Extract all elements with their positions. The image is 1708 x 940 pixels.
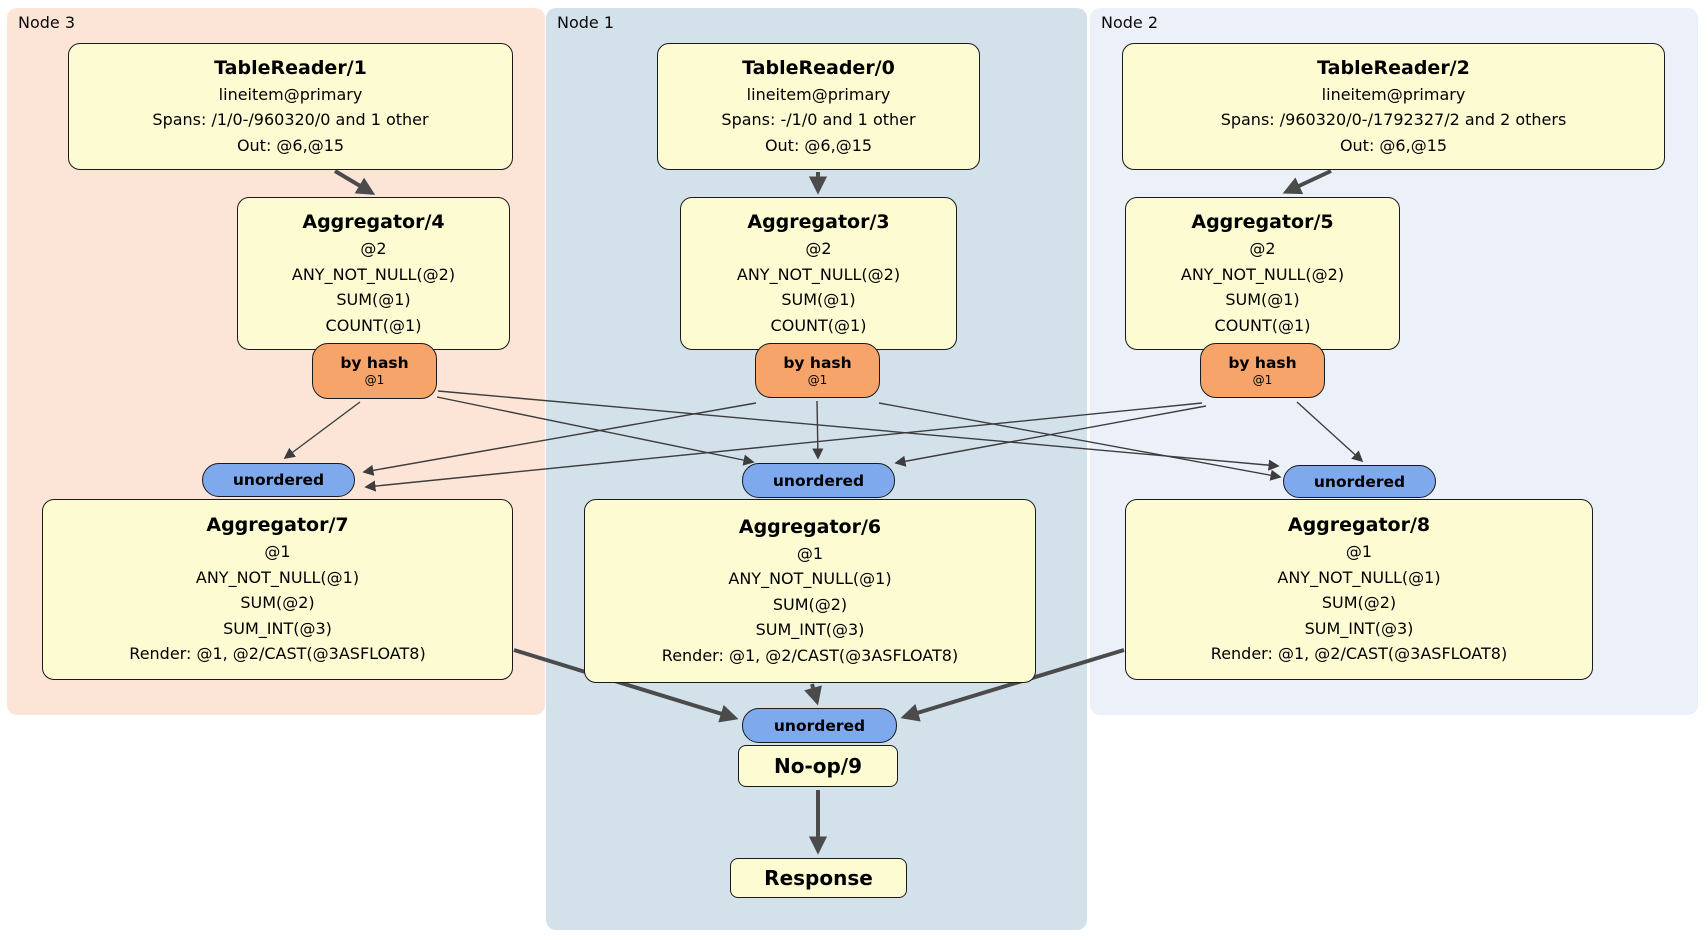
- processor-title: TableReader/2: [1317, 56, 1470, 79]
- processor-detail: ANY_NOT_NULL(@1): [195, 567, 360, 587]
- processor-title: TableReader/1: [214, 56, 367, 79]
- processor-aggregator-5: Aggregator/5 @2 ANY_NOT_NULL(@2) SUM(@1)…: [1125, 197, 1400, 350]
- panel-node-3-label: Node 3: [18, 13, 76, 32]
- processor-aggregator-3: Aggregator/3 @2 ANY_NOT_NULL(@2) SUM(@1)…: [680, 197, 957, 350]
- router-label: by hash: [1228, 353, 1297, 372]
- processor-detail: SUM_INT(@3): [223, 618, 332, 638]
- processor-detail: SUM(@2): [1321, 593, 1397, 613]
- processor-detail: lineitem@primary: [218, 84, 363, 104]
- processor-aggregator-7: Aggregator/7 @1 ANY_NOT_NULL(@1) SUM(@2)…: [42, 499, 513, 680]
- processor-detail: SUM(@2): [240, 593, 315, 613]
- stream-label: unordered: [1313, 472, 1406, 491]
- processor-detail: @2: [1249, 239, 1276, 258]
- processor-detail: ANY_NOT_NULL(@1): [728, 569, 892, 589]
- processor-title: Response: [764, 865, 873, 890]
- stream-unordered-node2: unordered: [1283, 465, 1436, 498]
- processor-detail: COUNT(@1): [770, 315, 867, 335]
- processor-detail: ANY_NOT_NULL(@2): [736, 264, 901, 284]
- processor-detail: Render: @1, @2/CAST(@3ASFLOAT8): [129, 644, 426, 664]
- stream-label: unordered: [773, 716, 866, 735]
- processor-detail: @1: [796, 543, 824, 563]
- processor-detail: SUM_INT(@3): [755, 620, 865, 640]
- processor-detail: Render: @1, @2/CAST(@3ASFLOAT8): [661, 645, 959, 665]
- processor-detail: Out: @6,@15: [764, 135, 873, 155]
- processor-title: Aggregator/3: [747, 211, 890, 233]
- processor-detail: Out: @6,@15: [236, 135, 345, 155]
- router-label: by hash: [783, 353, 852, 372]
- processor-title: Aggregator/7: [206, 514, 349, 537]
- processor-title: TableReader/0: [742, 56, 895, 79]
- processor-detail: SUM(@1): [781, 290, 856, 309]
- processor-title: No-op/9: [773, 753, 863, 778]
- processor-detail: ANY_NOT_NULL(@2): [291, 264, 456, 284]
- response-box: Response: [730, 858, 907, 898]
- processor-aggregator-6: Aggregator/6 @1 ANY_NOT_NULL(@1) SUM(@2)…: [584, 499, 1036, 683]
- stream-label: unordered: [772, 471, 865, 490]
- processor-detail: @2: [805, 239, 832, 258]
- processor-title: Aggregator/6: [738, 515, 882, 538]
- panel-node-1-label: Node 1: [557, 13, 615, 32]
- processor-detail: Render: @1, @2/CAST(@3ASFLOAT8): [1210, 644, 1508, 664]
- processor-detail: SUM(@2): [772, 594, 848, 614]
- router-detail: @1: [364, 373, 385, 387]
- processor-detail: Spans: /1/0-/960320/0 and 1 other: [152, 110, 429, 130]
- router-by-hash-node3: by hash @1: [312, 343, 437, 399]
- processor-detail: @1: [264, 542, 291, 562]
- processor-detail: lineitem@primary: [1321, 84, 1466, 104]
- processor-detail: Spans: /960320/0-/1792327/2 and 2 others: [1220, 110, 1567, 130]
- processor-title: Aggregator/4: [302, 211, 445, 233]
- processor-detail: @1: [1345, 542, 1373, 562]
- router-detail: @1: [807, 372, 828, 387]
- processor-detail: COUNT(@1): [325, 315, 422, 335]
- processor-tablereader-2: TableReader/2 lineitem@primary Spans: /9…: [1122, 43, 1665, 170]
- stream-unordered-node3: unordered: [202, 463, 355, 497]
- processor-detail: SUM(@1): [336, 290, 411, 309]
- processor-detail: Spans: -/1/0 and 1 other: [721, 110, 916, 130]
- processor-detail: lineitem@primary: [746, 84, 891, 104]
- processor-detail: ANY_NOT_NULL(@1): [1277, 567, 1441, 587]
- router-by-hash-node1: by hash @1: [755, 343, 880, 398]
- processor-aggregator-8: Aggregator/8 @1 ANY_NOT_NULL(@1) SUM(@2)…: [1125, 499, 1593, 680]
- router-detail: @1: [1252, 372, 1273, 387]
- processor-tablereader-0: TableReader/0 lineitem@primary Spans: -/…: [657, 43, 980, 170]
- stream-unordered-node1: unordered: [742, 463, 895, 498]
- processor-title: Aggregator/5: [1191, 211, 1334, 233]
- router-label: by hash: [340, 354, 409, 372]
- processor-title: Aggregator/8: [1287, 514, 1431, 537]
- panel-node-2-label: Node 2: [1101, 13, 1159, 32]
- processor-detail: @2: [360, 239, 387, 258]
- stream-unordered-final: unordered: [742, 708, 897, 743]
- processor-detail: Out: @6,@15: [1339, 135, 1448, 155]
- processor-detail: ANY_NOT_NULL(@2): [1180, 264, 1345, 284]
- processor-tablereader-1: TableReader/1 lineitem@primary Spans: /1…: [68, 43, 513, 170]
- router-by-hash-node2: by hash @1: [1200, 343, 1325, 398]
- processor-aggregator-4: Aggregator/4 @2 ANY_NOT_NULL(@2) SUM(@1)…: [237, 197, 510, 350]
- processor-detail: COUNT(@1): [1214, 315, 1311, 335]
- stream-label: unordered: [232, 471, 325, 489]
- processor-detail: SUM_INT(@3): [1304, 618, 1414, 638]
- processor-noop-9: No-op/9: [738, 745, 898, 787]
- processor-detail: SUM(@1): [1225, 290, 1300, 309]
